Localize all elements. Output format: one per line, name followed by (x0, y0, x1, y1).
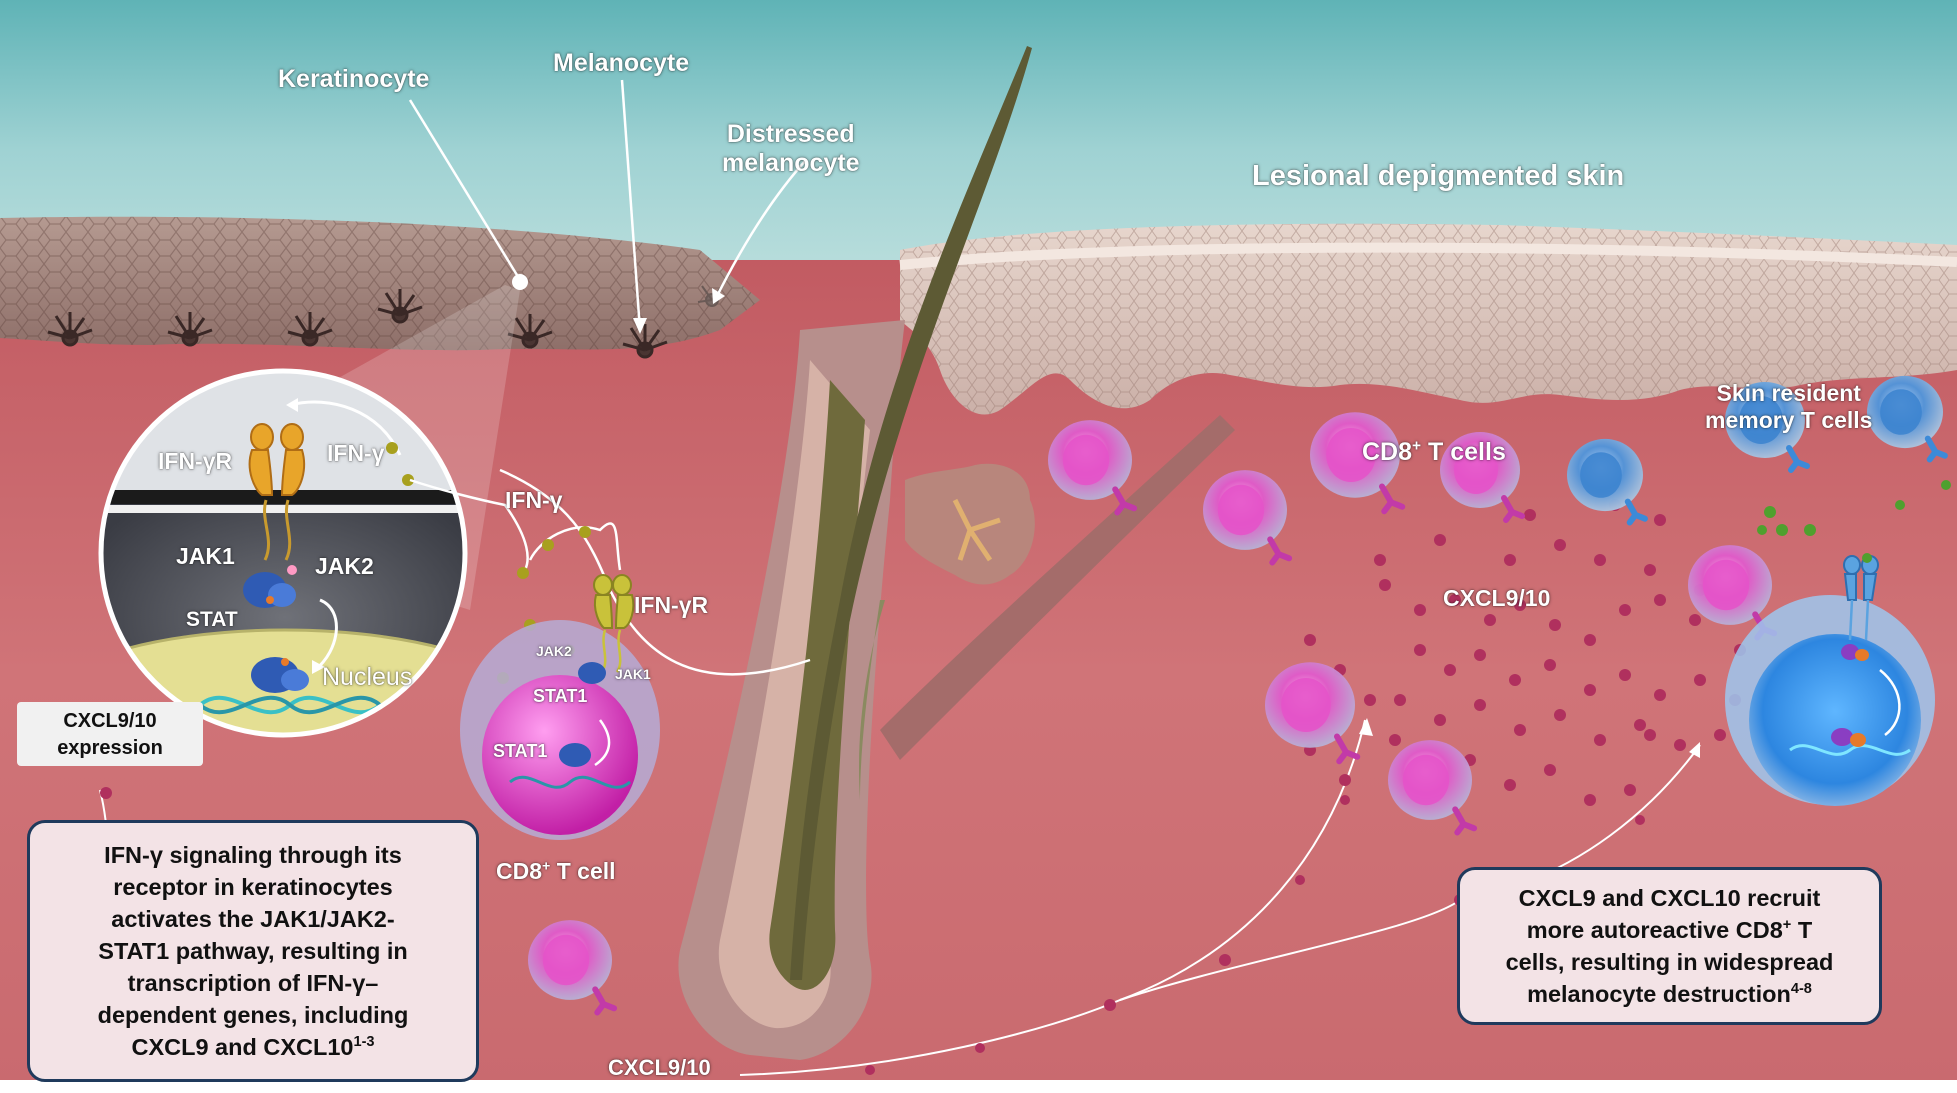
distressed-label-line2: melanocyte (722, 149, 860, 178)
expression-tag-line2: expression (17, 735, 203, 762)
chemokine-dot-icon (1339, 774, 1351, 786)
keratinocyte-label: Keratinocyte (278, 65, 429, 94)
chemokine-dot-icon (1364, 694, 1376, 706)
ifng-label: IFN-γ (505, 487, 563, 514)
chemokine-dot-icon (1584, 794, 1596, 806)
left-box-line7: CXCL9 and CXCL101-3 (98, 1031, 409, 1063)
chemokine-dot-icon (1444, 664, 1456, 676)
right-box-line2-text: more autoreactive CD8 (1527, 917, 1783, 943)
keratinocyte-pointer-dot (512, 274, 528, 290)
ifng-signaling-callout: IFN-γ signaling through its receptor in … (27, 820, 479, 1082)
cxcl-recruitment-callout: CXCL9 and CXCL10 recruit more autoreacti… (1457, 867, 1882, 1025)
cd8-t-cell-label: CD8+ T cell (496, 858, 616, 885)
chemokine-dot-icon (1389, 734, 1401, 746)
chemokine-dot-icon (1654, 594, 1666, 606)
left-box-line4: STAT1 pathway, resulting in (98, 935, 409, 967)
chemokine-dot-icon (1544, 764, 1556, 776)
chemokine-dot-icon (1509, 674, 1521, 686)
chemokine-dot-icon (1434, 714, 1446, 726)
cd8-t-cells-label: CD8+ T cells (1362, 438, 1506, 467)
chemokine-dot-icon (1379, 579, 1391, 591)
distressed-melanocyte-label: Distressed melanocyte (722, 120, 860, 178)
inset-jak1-label: JAK1 (176, 543, 235, 570)
melanocyte-label: Melanocyte (553, 49, 689, 78)
chemokine-dot-icon (1394, 694, 1406, 706)
ifngr-label: IFN-γR (634, 592, 708, 619)
left-box-line6: dependent genes, including (98, 999, 409, 1031)
left-box-line3: activates the JAK1/JAK2- (98, 903, 409, 935)
left-box-line1: IFN-γ signaling through its (98, 839, 409, 871)
chemokine-dot-icon (1654, 689, 1666, 701)
cd8s-rest: T cells (1421, 438, 1506, 466)
cxcl-right-label: CXCL9/10 (1443, 585, 1550, 612)
right-box-line2-end: T (1791, 917, 1812, 943)
chemokine-dot-icon (1694, 674, 1706, 686)
chemokine-dot-icon (1524, 509, 1536, 521)
inset-stat-label: STAT (186, 608, 238, 632)
chemokine-dot-icon (1414, 604, 1426, 616)
chemokine-dot-icon (1584, 684, 1596, 696)
chemokine-dot-icon (1374, 554, 1386, 566)
chemokine-dot-icon (1554, 539, 1566, 551)
chemokine-dot-icon (1619, 669, 1631, 681)
chemokine-dot-icon (1654, 514, 1666, 526)
nucleus-label: Nucleus (322, 663, 412, 692)
left-box-line2: receptor in keratinocytes (98, 871, 409, 903)
skin-resident-memory-label: Skin resident memory T cells (1705, 380, 1872, 434)
chemokine-dot-icon (1689, 614, 1701, 626)
chemokine-dot-icon (1514, 724, 1526, 736)
chemokine-dot-icon (1594, 554, 1606, 566)
chemokine-dot-icon (1474, 649, 1486, 661)
inset-ifng-label: IFN-γ (327, 440, 385, 467)
stat1-label-lower: STAT1 (493, 741, 547, 762)
cd8-base: CD8 (496, 858, 542, 884)
chemokine-dot-icon (1554, 709, 1566, 721)
chemokine-dot-icon (1484, 614, 1496, 626)
chemokine-dot-icon (1304, 634, 1316, 646)
chemokine-dot-icon (1584, 634, 1596, 646)
skin-resident-line1: Skin resident (1705, 380, 1872, 407)
stat1-label-upper: STAT1 (533, 686, 587, 707)
lesional-skin-label: Lesional depigmented skin (1252, 160, 1624, 193)
right-box-line1: CXCL9 and CXCL10 recruit (1506, 882, 1834, 914)
chemokine-dot-icon (1549, 619, 1561, 631)
cxcl-expression-tag: CXCL9/10 expression (17, 702, 203, 766)
chemokine-dot-icon (1644, 729, 1656, 741)
chemokine-dot-icon (1474, 699, 1486, 711)
right-box-ref: 4-8 (1791, 981, 1812, 997)
chemokine-dot-icon (1674, 739, 1686, 751)
cell-jak2-label: JAK2 (536, 643, 572, 659)
left-box-line7-text: CXCL9 and CXCL10 (131, 1034, 353, 1060)
cd8s-base: CD8 (1362, 438, 1412, 466)
expression-tag-line1: CXCL9/10 (17, 708, 203, 735)
cd8s-sup: + (1412, 438, 1421, 455)
distressed-label-line1: Distressed (722, 120, 860, 149)
chemokine-dot-icon (1634, 719, 1646, 731)
cxcl-bottom-label: CXCL9/10 (608, 1055, 711, 1081)
chemokine-dot-icon (1544, 659, 1556, 671)
chemokine-dot-icon (1624, 784, 1636, 796)
chemokine-dot-icon (1594, 734, 1606, 746)
inset-jak2-label: JAK2 (315, 553, 374, 580)
chemokine-dot-icon (1434, 534, 1446, 546)
chemokine-dot-icon (1644, 564, 1656, 576)
left-box-line5: transcription of IFN-γ– (98, 967, 409, 999)
right-box-line2: more autoreactive CD8+ T (1506, 914, 1834, 946)
skin-resident-line2: memory T cells (1705, 407, 1872, 434)
right-box-line4: melanocyte destruction4-8 (1506, 978, 1834, 1010)
chemokine-dot-icon (1714, 729, 1726, 741)
right-box-line4-text: melanocyte destruction (1527, 981, 1791, 1007)
cd8-rest: T cell (550, 858, 615, 884)
chemokine-dot-icon (1619, 604, 1631, 616)
chemokine-dot-icon (1414, 644, 1426, 656)
cell-jak1-label: JAK1 (615, 666, 651, 682)
inset-ifngr-label: IFN-γR (158, 448, 232, 475)
right-box-line3: cells, resulting in widespread (1506, 946, 1834, 978)
chemokine-dot-icon (1504, 779, 1516, 791)
left-box-ref: 1-3 (353, 1034, 374, 1050)
chemokine-dot-icon (1504, 554, 1516, 566)
